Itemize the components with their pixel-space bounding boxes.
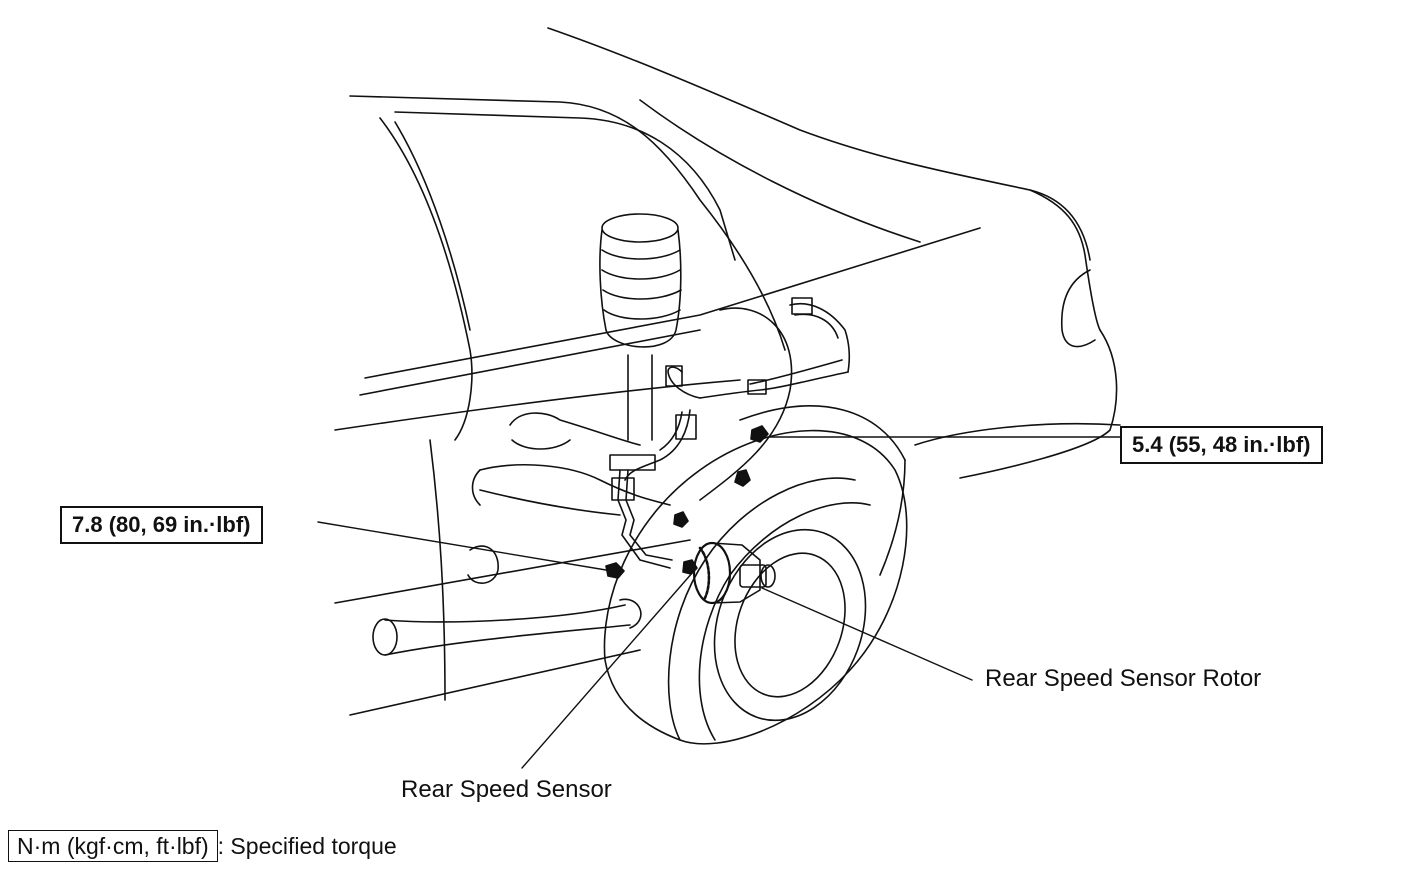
leader-sensor	[521, 571, 694, 769]
suspension-arms	[372, 412, 671, 656]
bolt-mid	[734, 469, 751, 487]
legend-unit-box: N·m (kgf·cm, ft·lbf)	[8, 830, 218, 862]
bolt-upper	[750, 425, 769, 443]
bolts	[605, 425, 769, 579]
wheel-arch	[699, 307, 906, 501]
leader-left-torque	[317, 521, 607, 571]
bolt-arm	[673, 511, 689, 528]
torque-label-left: 7.8 (80, 69 in.·lbf)	[60, 506, 263, 544]
torque-legend: N·m (kgf·cm, ft·lbf): Specified torque	[8, 830, 397, 862]
rotor-callout: Rear Speed Sensor Rotor	[985, 665, 1262, 692]
bolt-left	[605, 562, 625, 579]
sensor-wire-harness	[609, 297, 851, 569]
axle-hub-rotor	[692, 541, 776, 605]
leader-rotor	[761, 587, 973, 681]
torque-label-upper: 5.4 (55, 48 in.·lbf)	[1120, 426, 1323, 464]
car-body-outline	[334, 27, 1121, 716]
strut-coil-spring	[599, 213, 682, 441]
leader-lines	[317, 436, 1121, 769]
sensor-callout: Rear Speed Sensor	[401, 776, 612, 803]
bolt-sensor	[682, 559, 698, 575]
legend-description: : Specified torque	[217, 833, 397, 859]
